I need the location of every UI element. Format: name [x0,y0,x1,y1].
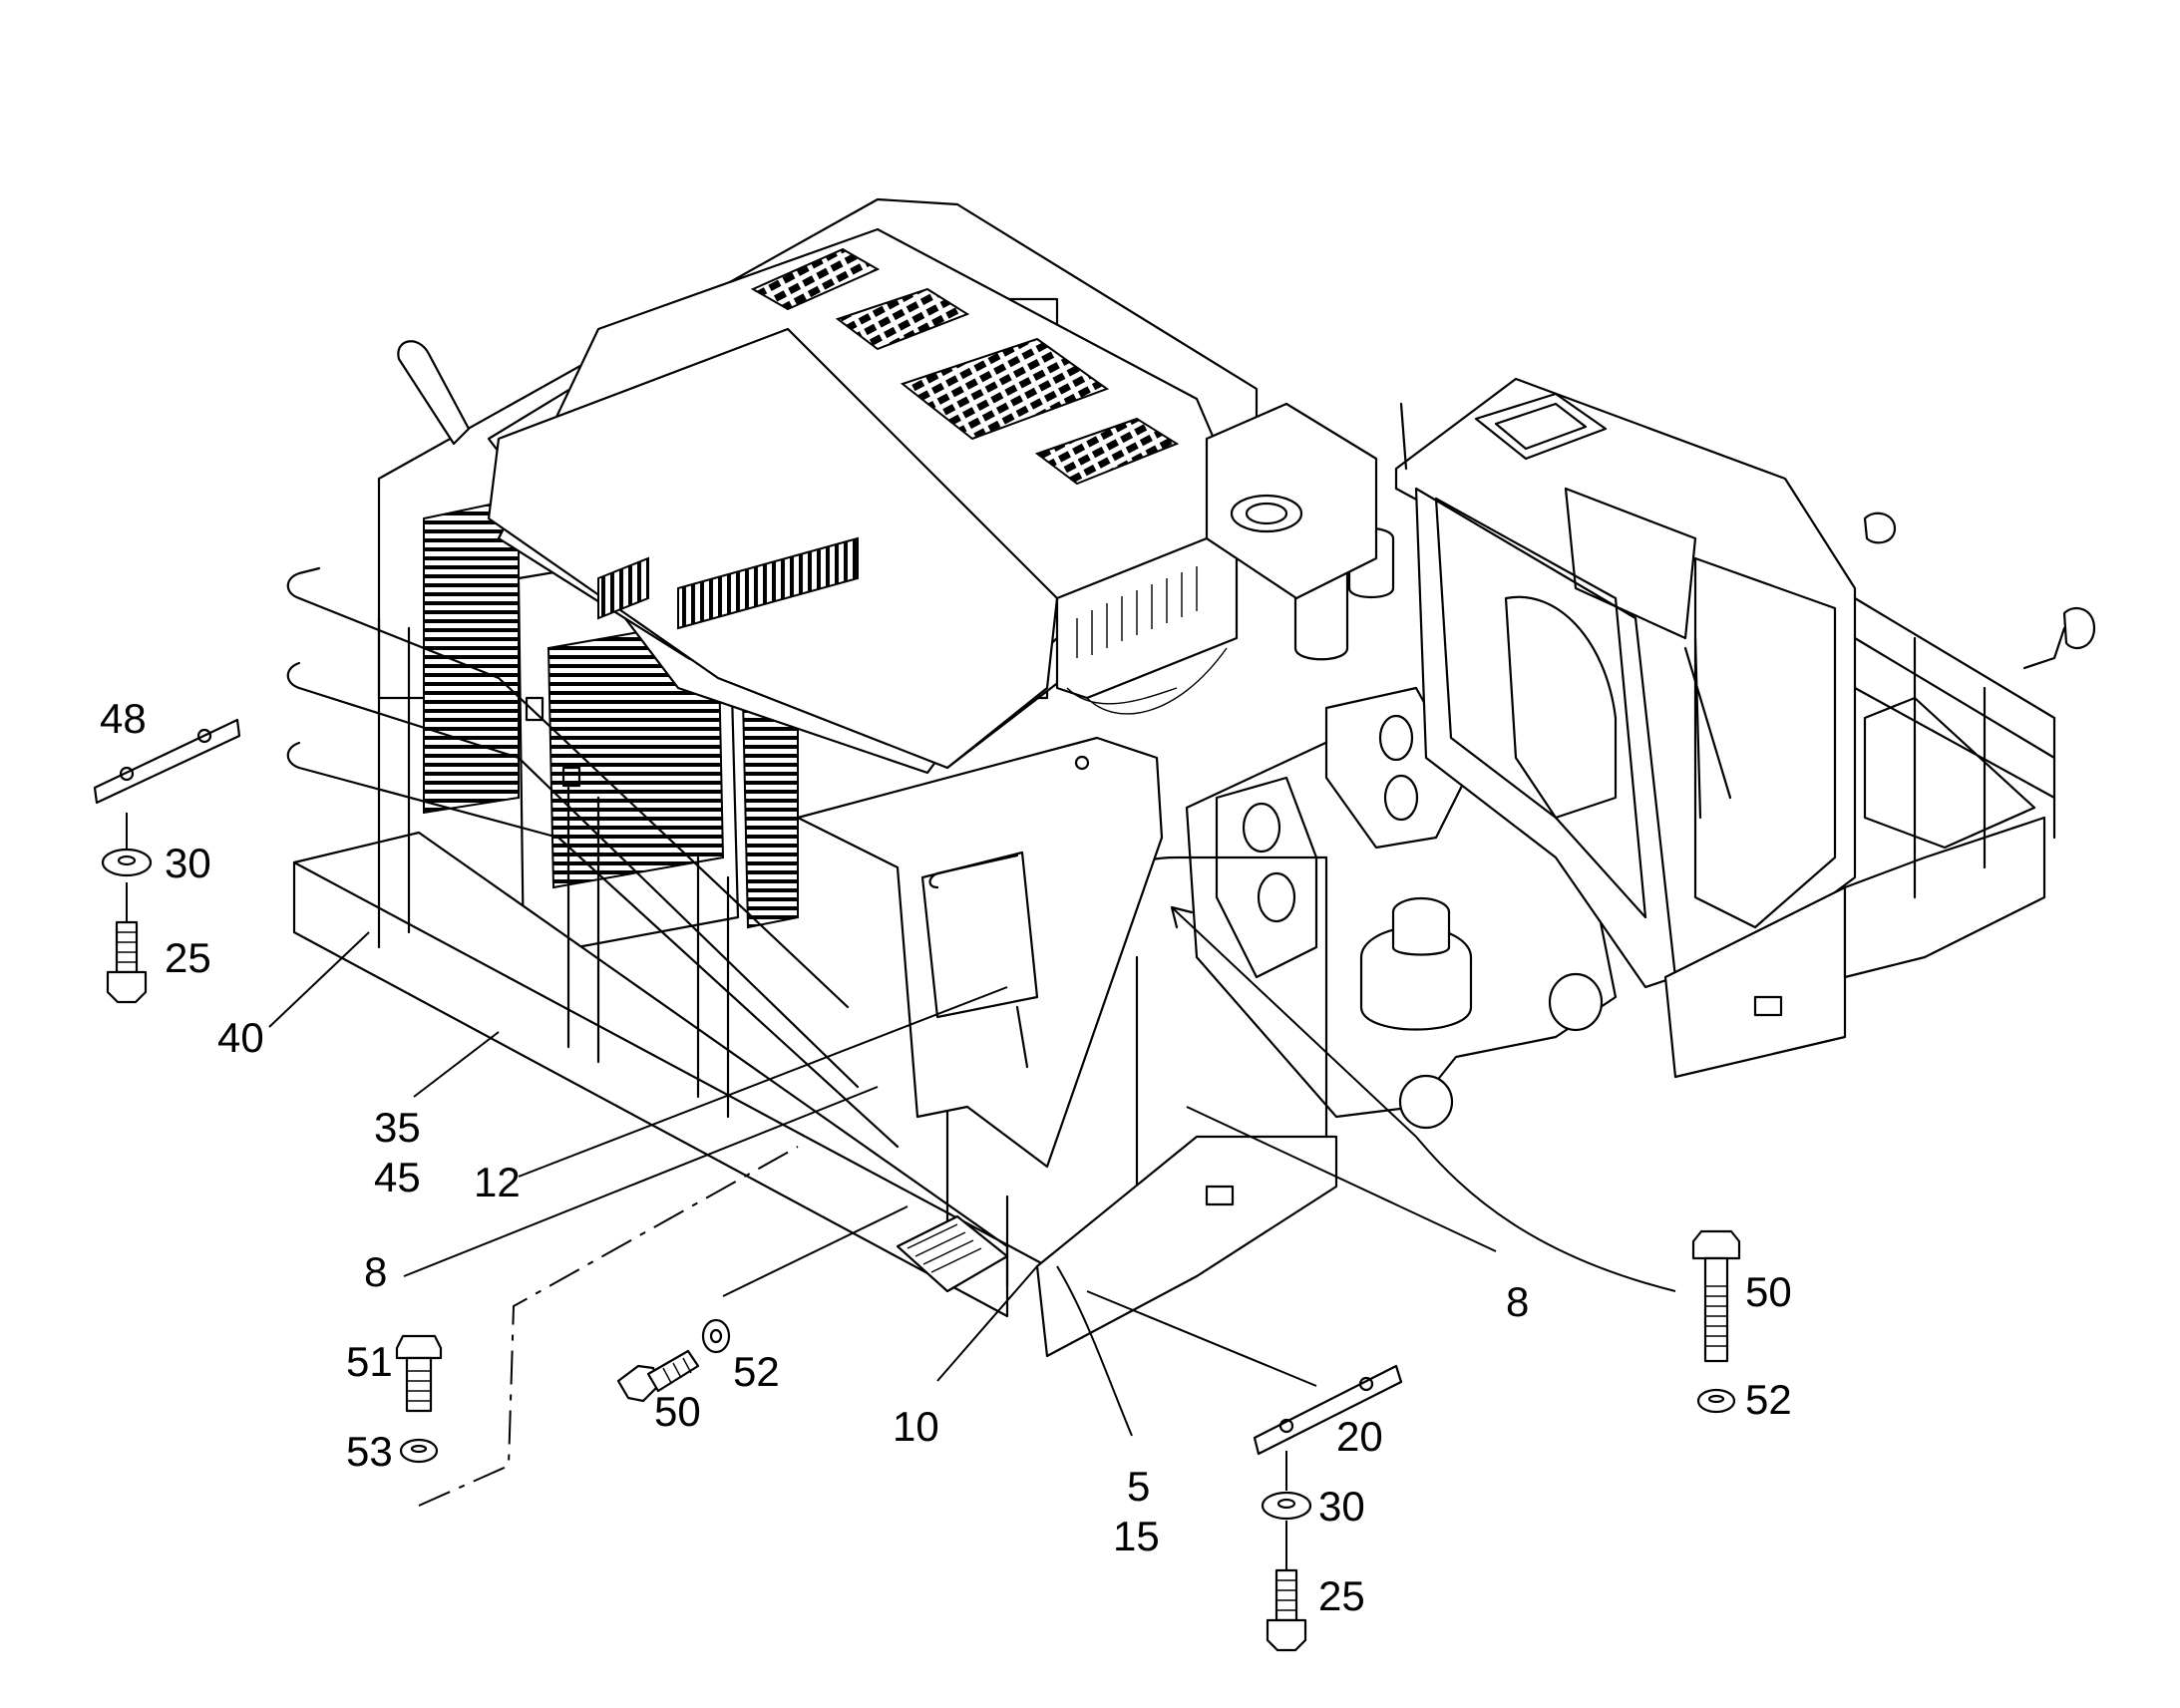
grille-3 [900,337,1110,441]
callout-53: 53 [346,1428,393,1475]
front-cover-panel [796,736,1164,1169]
leader-12 [518,986,1008,1178]
leader-8b [1186,1106,1497,1252]
callout-12: 12 [474,1159,521,1205]
callout-15: 15 [1113,1513,1160,1559]
grille-4 [1034,417,1180,486]
leader-lines [126,813,1676,1570]
callout-labels: 48 30 25 40 35 45 12 8 51 53 50 52 10 5 … [100,695,1792,1619]
hydraulic-valve-block [1055,402,1395,715]
callout-5: 5 [1127,1463,1150,1510]
bolt-51-head [395,1334,443,1360]
callout-20: 20 [1336,1413,1383,1460]
leader-52a [722,1205,908,1297]
grille-1 [750,247,881,311]
callout-50b: 50 [1745,1268,1792,1315]
leader-10 [936,1265,1038,1382]
callout-51: 51 [346,1338,393,1385]
callout-30: 30 [165,840,211,886]
hardware-group-48-30-25 [93,718,241,1004]
bolt-25b [1274,1568,1298,1622]
callout-48: 48 [100,695,147,742]
hardware-group-51-53 [395,1334,443,1464]
plate-20 [1253,1364,1403,1456]
hardware-group-50-52 [616,1318,731,1403]
callout-52: 52 [733,1348,780,1395]
leader-8a [403,1086,879,1277]
leader-35 [413,1031,500,1098]
leader-40 [268,931,370,1028]
bolt-25a [115,920,139,974]
grille-2 [835,287,970,351]
callout-40: 40 [217,1014,264,1061]
callout-35: 35 [374,1104,421,1151]
right-platform-handrail [1843,512,2096,979]
callout-25b: 25 [1318,1572,1365,1619]
callout-45: 45 [374,1154,421,1200]
callout-50: 50 [654,1388,701,1435]
side-louvre-left [423,497,520,815]
callout-8b: 8 [1506,1278,1529,1325]
washer-30b [1261,1491,1312,1521]
callout-25: 25 [165,934,211,981]
washer-30a [101,848,153,877]
leader-50b [1171,906,1676,1292]
hardware-group-20-30-25 [1253,1364,1403,1652]
dashed-leader-51-53 [418,1146,799,1507]
operator-cab [1394,377,1857,1079]
hardware-group-50-52-right [1691,1229,1741,1414]
callout-10: 10 [893,1403,939,1450]
washer-52a [701,1318,731,1354]
leader-20 [1086,1290,1317,1387]
leader-5 [1056,1265,1133,1437]
callout-8: 8 [364,1248,387,1295]
callout-30b: 30 [1318,1483,1365,1530]
bolt-50b-head [1691,1229,1741,1260]
callout-52b: 52 [1745,1376,1792,1423]
exhaust-stack [397,340,471,446]
